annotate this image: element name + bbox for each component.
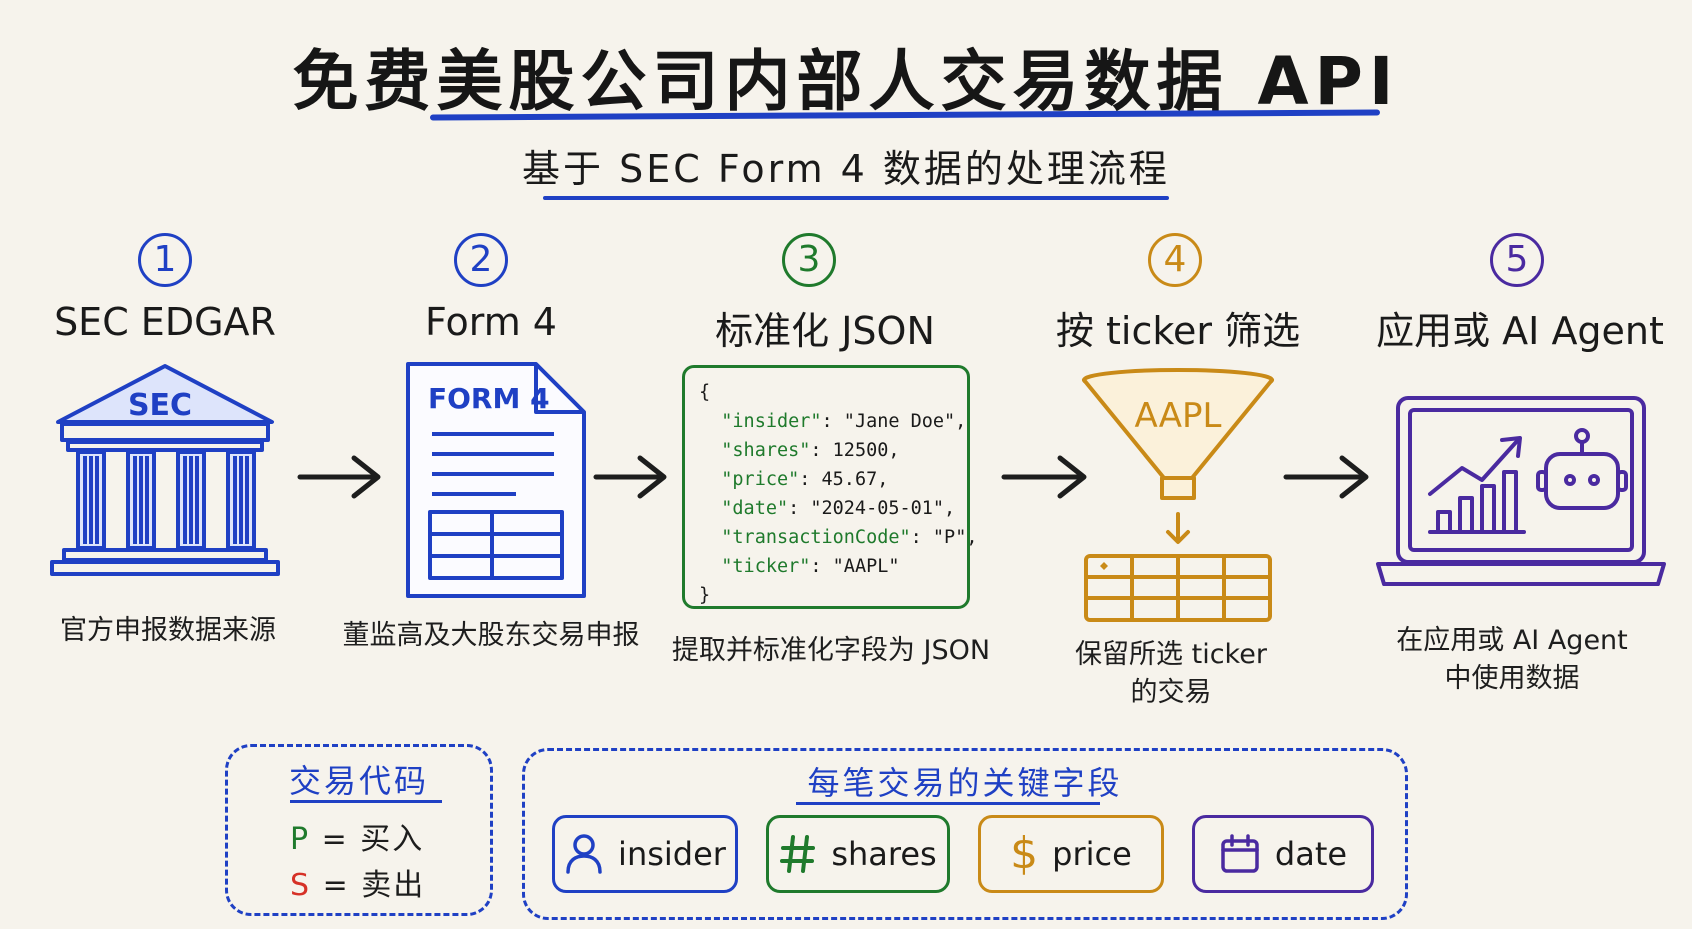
document-icon (406, 362, 586, 598)
page-subtitle: 基于 SEC Form 4 数据的处理流程 (522, 147, 1170, 191)
json-row: "date": "2024-05-01", (699, 494, 967, 523)
document-form4-label: FORM 4 (428, 382, 550, 415)
page-title: 免费美股公司内部人交易数据 API (292, 43, 1400, 120)
field-insider: insider (552, 815, 738, 893)
json-key: "insider" (721, 411, 822, 432)
hash-icon (780, 835, 816, 873)
step-5-title: 应用或 AI Agent (1376, 309, 1664, 353)
step-1-caption: 官方申报数据来源 (60, 615, 276, 646)
step-2-title: Form 4 (425, 300, 557, 344)
step-3-title: 标准化 JSON (715, 309, 935, 353)
arrow-right-icon (297, 455, 381, 499)
json-key: "date" (721, 498, 789, 519)
step-2-caption: 董监高及大股东交易申报 (342, 620, 640, 651)
json-value: : "P", (910, 527, 978, 548)
json-code-icon: { "insider": "Jane Doe", "shares": 12500… (682, 365, 977, 609)
code-s: S (290, 868, 312, 903)
person-icon (566, 834, 602, 874)
key-fields-underline (796, 802, 1100, 805)
step-2-number: 2 (454, 233, 508, 287)
laptop-icon (1376, 396, 1666, 586)
json-key: "transactionCode" (721, 527, 911, 548)
json-value: : "Jane Doe", (821, 411, 967, 432)
step-1-number: 1 (138, 233, 192, 287)
field-price: $ price (978, 815, 1164, 893)
arrow-right-icon (593, 455, 667, 499)
json-key: "price" (721, 469, 800, 490)
calendar-icon (1221, 834, 1259, 873)
field-date-label: date (1274, 835, 1348, 873)
code-p: P (290, 822, 311, 857)
key-fields-title: 每笔交易的关键字段 (807, 764, 1123, 802)
code-sell-line: S = 卖出 (290, 860, 425, 904)
json-row: "insider": "Jane Doe", (699, 407, 967, 436)
json-value: : 12500, (810, 440, 900, 461)
step-5-caption-line1: 在应用或 AI Agent (1396, 625, 1628, 656)
code-buy-line: P = 买入 (290, 814, 424, 858)
key-fields-box (522, 748, 1408, 920)
arrow-right-icon (1283, 455, 1369, 499)
step-4-caption-line2: 的交易 (1130, 677, 1212, 708)
json-key: "shares" (721, 440, 811, 461)
json-row: "shares": 12500, (699, 436, 967, 465)
code-p-meaning: = 买入 (310, 822, 425, 857)
funnel-ticker-label: AAPL (1134, 396, 1222, 436)
field-insider-label: insider (618, 835, 726, 873)
transaction-codes-title: 交易代码 (288, 762, 429, 800)
step-5-caption-line2: 中使用数据 (1444, 663, 1580, 694)
arrow-right-icon (1001, 455, 1087, 499)
step-3-caption: 提取并标准化字段为 JSON (671, 635, 991, 666)
step-4-caption-line1: 保留所选 ticker (1075, 639, 1267, 670)
field-date: date (1192, 815, 1374, 893)
json-row: "price": 45.67, (699, 465, 967, 494)
funnel-icon (1082, 368, 1274, 622)
field-shares: shares (766, 815, 950, 893)
transaction-codes-box (225, 744, 493, 916)
json-value: : "2024-05-01", (788, 498, 956, 519)
json-value: : 45.67, (799, 469, 889, 490)
transaction-codes-underline (290, 800, 442, 803)
json-open-brace: { (699, 382, 711, 403)
bank-sec-label: SEC (127, 388, 193, 423)
dollar-icon: $ (1010, 828, 1039, 879)
field-price-label: price (1052, 835, 1132, 873)
bank-building-icon (50, 364, 280, 576)
json-close-brace: } (699, 585, 711, 606)
step-4-number: 4 (1148, 233, 1202, 287)
step-1-title: SEC EDGAR (54, 300, 276, 344)
field-shares-label: shares (831, 835, 937, 873)
json-key: "ticker" (721, 556, 811, 577)
code-s-meaning: = 卖出 (311, 868, 426, 903)
step-3-number: 3 (782, 233, 836, 287)
json-row: "transactionCode": "P", (699, 523, 977, 552)
subtitle-underline (543, 196, 1169, 200)
json-value: : "AAPL" (810, 556, 900, 577)
json-row: "ticker": "AAPL" (699, 552, 967, 581)
step-5-number: 5 (1490, 233, 1544, 287)
step-4-title: 按 ticker 筛选 (1055, 309, 1301, 353)
